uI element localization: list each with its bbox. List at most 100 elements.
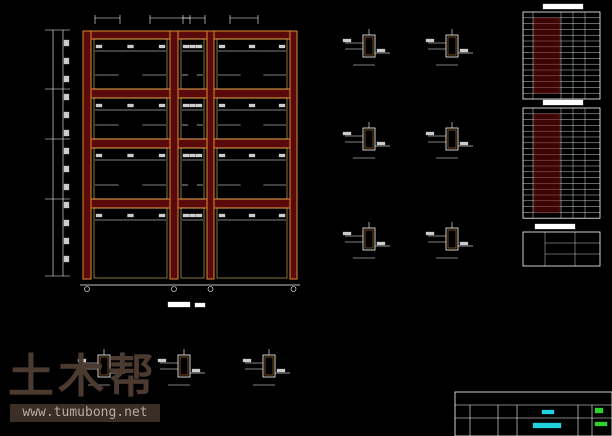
section-stirrup — [447, 129, 457, 149]
bay-outline — [216, 207, 288, 279]
table-border — [522, 231, 601, 267]
label-mark — [248, 213, 256, 218]
label-mark — [127, 103, 134, 108]
label-mark — [158, 44, 166, 49]
label-mark — [158, 213, 166, 218]
label-mark — [278, 213, 286, 218]
label-mark — [182, 213, 190, 218]
section-detail-6 — [425, 222, 473, 259]
label-mark — [158, 103, 166, 108]
label-mark — [127, 44, 134, 49]
bay-outline — [180, 147, 205, 200]
label-mark — [376, 141, 386, 146]
section-stirrup — [364, 36, 374, 56]
label-mark — [182, 44, 190, 49]
label-mark — [248, 44, 256, 49]
section-stirrup — [447, 229, 457, 249]
axis-bubble — [84, 286, 90, 292]
bay-outline — [216, 38, 288, 90]
label-mark — [376, 48, 386, 53]
drawing-number-mark — [532, 422, 562, 429]
label-mark — [248, 103, 256, 108]
table-title-mark — [542, 99, 584, 106]
scale-mark — [194, 302, 206, 308]
label-mark — [425, 231, 435, 236]
table-title-mark — [542, 3, 584, 10]
title-block-border — [454, 391, 612, 436]
dimension-text-mark — [63, 219, 70, 227]
label-mark — [218, 153, 226, 158]
label-mark — [218, 44, 226, 49]
section-stirrup — [264, 356, 274, 376]
bottom-section-detail-1 — [77, 349, 125, 386]
axis-bubble — [171, 286, 177, 292]
section-detail-5 — [342, 222, 390, 259]
dimension-text-mark — [63, 57, 70, 65]
section-stirrup — [99, 356, 109, 376]
label-mark — [459, 48, 469, 53]
table-border — [522, 11, 601, 100]
label-mark — [189, 103, 196, 108]
label-mark — [342, 38, 352, 43]
bay-outline — [180, 38, 205, 90]
section-detail-3 — [342, 122, 390, 159]
material-table — [522, 223, 601, 267]
label-mark — [218, 213, 226, 218]
bay-outline — [180, 207, 205, 279]
column — [206, 30, 215, 280]
label-mark — [195, 103, 203, 108]
bay-outline — [216, 147, 288, 200]
approval-mark — [594, 407, 604, 414]
label-mark — [182, 153, 190, 158]
label-mark — [95, 103, 103, 108]
bottom-section-detail-2 — [157, 349, 205, 386]
bay-outline — [93, 147, 168, 200]
label-mark — [195, 153, 203, 158]
label-mark — [77, 358, 87, 363]
label-mark — [248, 153, 256, 158]
label-mark — [376, 241, 386, 246]
label-mark — [189, 213, 196, 218]
label-mark — [276, 368, 286, 373]
beam — [82, 198, 298, 209]
beam — [82, 30, 298, 40]
dimension-text-mark — [63, 201, 70, 209]
dimension-text-mark — [63, 255, 70, 263]
label-mark — [425, 131, 435, 136]
label-mark — [218, 103, 226, 108]
axis-bubble — [290, 286, 297, 292]
label-mark — [95, 44, 103, 49]
dimension-text-mark — [63, 183, 70, 191]
label-mark — [278, 44, 286, 49]
dimension-text-mark — [63, 75, 70, 83]
label-mark — [127, 153, 134, 158]
table-highlight — [533, 17, 561, 94]
approval-mark — [594, 421, 608, 427]
section-detail-2 — [425, 29, 473, 66]
label-mark — [157, 358, 167, 363]
bay-outline — [216, 97, 288, 140]
section-detail-4 — [425, 122, 473, 159]
watermark-logo: 土木帮 — [8, 349, 158, 403]
table-highlight — [533, 113, 561, 213]
dimension-text-mark — [63, 111, 70, 119]
label-mark — [158, 153, 166, 158]
dimension-text-mark — [63, 39, 70, 47]
label-mark — [342, 231, 352, 236]
section-stirrup — [364, 129, 374, 149]
bay-outline — [93, 97, 168, 140]
section-detail-1 — [342, 29, 390, 66]
label-mark — [278, 103, 286, 108]
label-mark — [111, 368, 121, 373]
section-stirrup — [447, 36, 457, 56]
label-mark — [195, 213, 203, 218]
bay-outline — [93, 38, 168, 90]
label-mark — [425, 38, 435, 43]
watermark-url: www.tumubong.net — [10, 404, 160, 422]
label-mark — [127, 213, 134, 218]
title-block — [454, 391, 612, 436]
label-mark — [278, 153, 286, 158]
rebar-table-2 — [522, 99, 601, 219]
